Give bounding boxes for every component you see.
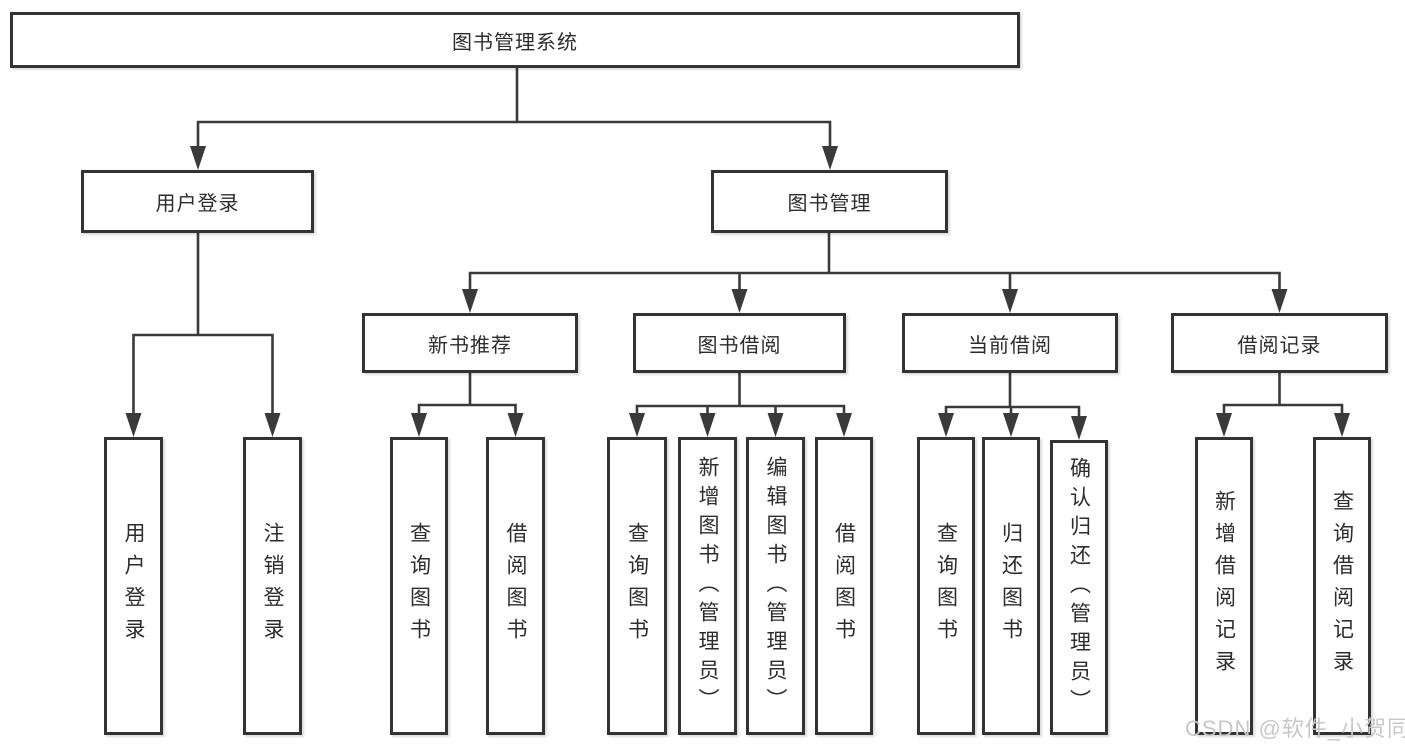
- leaf-borrowing-add-books-admin: 新增图书（管理员）: [678, 437, 737, 735]
- leaf-newbooks-borrow-books: 借阅图书: [486, 437, 545, 735]
- leaf-label: 新增图书（管理员）: [696, 455, 719, 717]
- node-current-borrowing: 当前借阅: [902, 313, 1118, 373]
- leaf-logout: 注销登录: [243, 437, 302, 735]
- leaf-newbooks-query-books: 查询图书: [390, 437, 448, 735]
- leaf-label: 借阅图书: [832, 522, 856, 650]
- leaf-current-confirm-return-admin: 确认归还（管理员）: [1050, 440, 1108, 735]
- leaf-label: 查询借阅记录: [1330, 490, 1354, 682]
- node-root: 图书管理系统: [10, 12, 1020, 68]
- leaf-label: 编辑图书（管理员）: [764, 455, 787, 717]
- leaf-label: 新增借阅记录: [1212, 490, 1236, 682]
- leaf-borrowing-edit-books-admin: 编辑图书（管理员）: [746, 437, 805, 735]
- leaf-label: 查询图书: [407, 522, 431, 650]
- leaf-records-query-record: 查询借阅记录: [1313, 437, 1371, 735]
- arrowheads: [125, 146, 1350, 440]
- leaf-current-return-books: 归还图书: [982, 437, 1040, 735]
- leaf-label: 注销登录: [261, 522, 284, 650]
- node-book-management: 图书管理: [711, 170, 948, 233]
- leaf-label: 查询图书: [625, 522, 649, 650]
- csdn-watermark: CSDN @软件_小贺同学: [1185, 716, 1405, 741]
- leaf-label: 确认归还（管理员）: [1067, 457, 1091, 718]
- node-user-login: 用户登录: [81, 170, 314, 233]
- node-book-borrowing: 图书借阅: [633, 313, 846, 373]
- leaf-user-login: 用户登录: [104, 437, 163, 735]
- leaf-label: 查询图书: [934, 522, 958, 650]
- leaf-current-query-books: 查询图书: [917, 437, 975, 735]
- node-new-book-recommendation: 新书推荐: [362, 313, 578, 373]
- leaf-label: 归还图书: [999, 522, 1023, 650]
- leaf-records-add-record: 新增借阅记录: [1195, 437, 1253, 735]
- leaf-label: 借阅图书: [504, 522, 527, 650]
- leaf-label: 用户登录: [122, 522, 145, 650]
- leaf-borrowing-borrow-books: 借阅图书: [815, 437, 873, 735]
- node-borrowing-records: 借阅记录: [1171, 313, 1388, 373]
- leaf-borrowing-query-books: 查询图书: [607, 437, 667, 735]
